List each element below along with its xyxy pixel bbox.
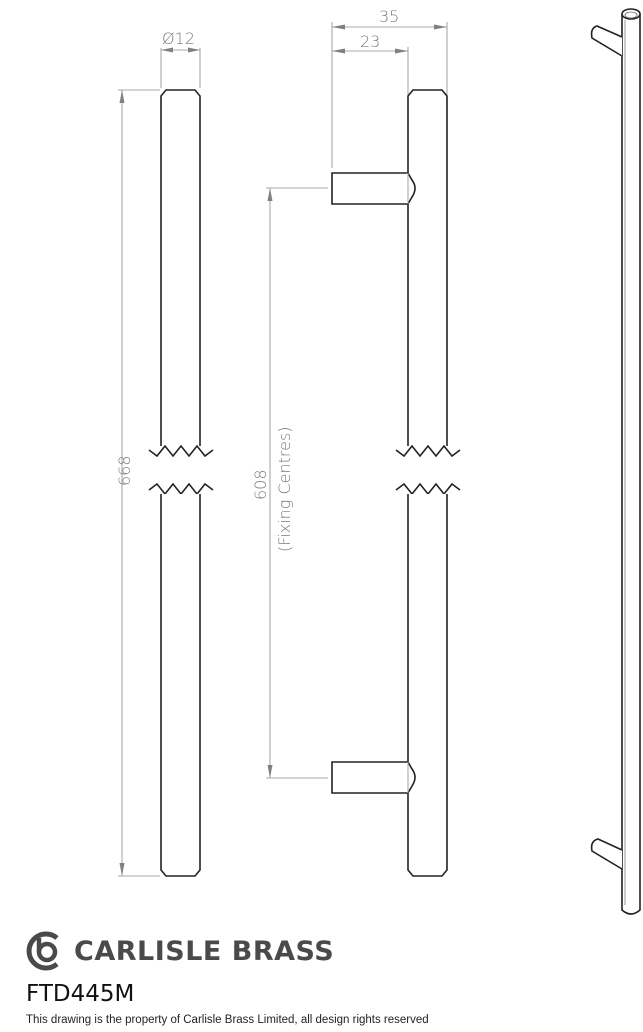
- product-code: FTD445M: [26, 981, 135, 1007]
- fixing-centres-value: 608: [251, 469, 270, 500]
- diameter-label: Ø12: [162, 29, 195, 48]
- brand-name: CARLISLE BRASS: [74, 935, 335, 967]
- carlisle-brass-logo-icon: [26, 931, 59, 971]
- projection-overall-label: 35: [379, 7, 399, 26]
- projection-leg-label: 23: [360, 32, 380, 51]
- brand-block: CARLISLE BRASS: [24, 930, 334, 972]
- fixing-centres-label: (Fixing Centres): [275, 426, 294, 552]
- length-label: 668: [115, 455, 134, 486]
- front-view: Ø12 668: [115, 29, 214, 877]
- isometric-view: [590, 8, 641, 915]
- side-view: 35 23 608 (Fixing Centres): [251, 7, 461, 877]
- copyright-note: This drawing is the property of Carlisle…: [26, 1014, 429, 1026]
